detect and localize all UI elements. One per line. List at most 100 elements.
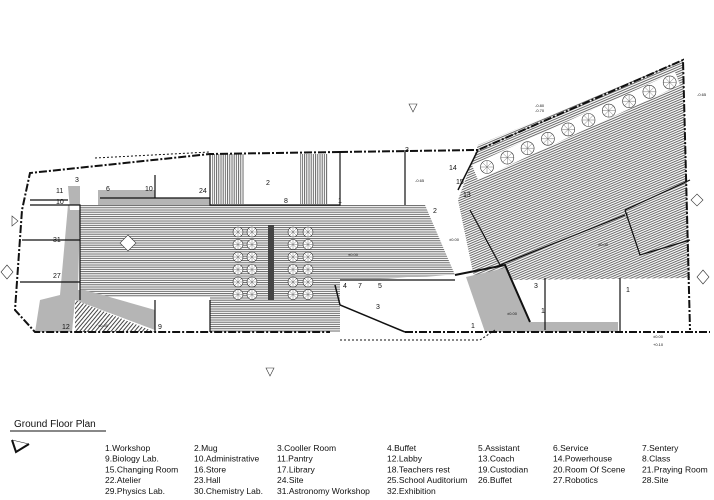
tree-icon bbox=[232, 289, 244, 300]
room-number-label: 24 bbox=[199, 188, 207, 195]
legend-item: 18.Teachers rest bbox=[387, 464, 450, 474]
tree-icon bbox=[581, 113, 596, 127]
room-number-label: 14 bbox=[449, 165, 457, 172]
tree-icon bbox=[232, 239, 244, 250]
room-number-label: 15 bbox=[456, 179, 464, 186]
building-walls bbox=[13, 58, 710, 341]
legend-item: 10.Administrative bbox=[194, 454, 259, 464]
tree-icon bbox=[520, 141, 535, 155]
tree-icon bbox=[246, 251, 258, 263]
tree-icon bbox=[302, 239, 314, 250]
section-marker-icon bbox=[0, 264, 14, 280]
elevation-label: ±0.00 bbox=[507, 311, 518, 316]
legend-item: 15.Changing Room bbox=[105, 464, 178, 474]
room-number-label: 10 bbox=[145, 186, 153, 193]
legend-item: 12.Labby bbox=[387, 454, 423, 464]
room-number-label: 27 bbox=[53, 273, 61, 280]
tree-icon bbox=[246, 226, 258, 238]
legend-item: 20.Room Of Scene bbox=[553, 464, 626, 474]
tree-icon bbox=[232, 226, 244, 238]
room-number-label: 12 bbox=[62, 324, 70, 331]
room-number-label: 2 bbox=[433, 208, 437, 215]
room-number-label: 3 bbox=[534, 283, 538, 290]
tree-icon bbox=[480, 160, 494, 174]
tree-icon bbox=[642, 85, 657, 99]
room-number-label: 5 bbox=[378, 283, 382, 290]
legend-item: 21.Praying Room bbox=[642, 464, 708, 474]
room-number-label: 3 bbox=[405, 147, 409, 154]
stair-floor bbox=[75, 300, 155, 332]
legend-item: 2.Mug bbox=[194, 443, 218, 453]
hatched-floor-areas bbox=[75, 60, 690, 332]
elevation-label: ±0.00 bbox=[449, 237, 460, 242]
legend-item: 5.Assistant bbox=[478, 443, 520, 453]
tree-icon bbox=[561, 122, 576, 137]
legend-item: 13.Coach bbox=[478, 454, 515, 464]
room-number-label: 3 bbox=[376, 304, 380, 311]
tree-icon bbox=[232, 276, 244, 288]
room-number-label: 11 bbox=[56, 188, 63, 195]
tree-icon bbox=[246, 239, 258, 250]
tree-icon bbox=[287, 239, 299, 250]
legend-item: 7.Sentery bbox=[642, 443, 679, 453]
legend-item: 8.Class bbox=[642, 454, 670, 464]
hall-diamond-marker bbox=[119, 234, 137, 252]
tree-icon bbox=[287, 264, 299, 275]
north-arrow-icon bbox=[11, 439, 30, 454]
room-number-label: 1 bbox=[338, 198, 342, 205]
tree-icon bbox=[232, 251, 244, 263]
corridor-lobby bbox=[466, 268, 618, 332]
elevation-label: ±0.00 bbox=[598, 242, 609, 247]
legend-item: 32.Exhibition bbox=[387, 486, 436, 496]
room-number-label: 3 bbox=[75, 177, 79, 184]
tree-icon bbox=[287, 251, 299, 263]
section-marker-icon bbox=[11, 215, 19, 227]
plaza-bench bbox=[268, 225, 274, 300]
legend-item: 28.Site bbox=[642, 475, 669, 485]
tree-icon bbox=[500, 150, 515, 165]
room-number-label: 8 bbox=[284, 198, 288, 205]
tree-icon bbox=[302, 264, 314, 275]
plaza-floor bbox=[210, 205, 340, 332]
elevation-label: ±0.00 bbox=[348, 252, 359, 257]
tree-icon bbox=[601, 103, 616, 118]
section-marker-icon bbox=[696, 269, 710, 285]
tree-icon bbox=[246, 276, 258, 288]
elevation-label: -0.80 bbox=[535, 103, 545, 108]
tree-icon bbox=[622, 94, 636, 108]
room-number-label: 13 bbox=[463, 192, 471, 199]
room-number-label: 1 bbox=[625, 213, 629, 220]
plan-title: Ground Floor Plan bbox=[14, 419, 96, 430]
tree-icon bbox=[541, 132, 555, 146]
elevation-labels: -0.65 -0.80-0.70 -0.65 ±0.00 ±0.00 ±0.00 ±0.00… bbox=[98, 92, 707, 347]
tree-icon bbox=[302, 251, 314, 263]
elevation-label: -0.65 bbox=[415, 178, 425, 183]
section-markers bbox=[0, 103, 710, 377]
corridor-left bbox=[35, 186, 210, 332]
legend-item: 25.School Auditorium bbox=[387, 475, 467, 485]
tree-icon bbox=[246, 264, 258, 275]
legend-item: 30.Chemistry Lab. bbox=[194, 486, 263, 496]
legend-item: 11.Pantry bbox=[277, 454, 314, 464]
room-number-label: 1 bbox=[471, 323, 475, 330]
legend-item: 29.Physics Lab. bbox=[105, 486, 165, 496]
room-number-label: 31 bbox=[53, 237, 61, 244]
legend-item: 27.Robotics bbox=[553, 475, 598, 485]
room-number-label: 1 bbox=[541, 308, 545, 315]
room-number-label: 6 bbox=[106, 186, 110, 193]
tree-icon bbox=[246, 289, 258, 300]
elevation-label: -0.70 bbox=[535, 108, 545, 113]
legend-item: 31.Astronomy Workshop bbox=[277, 486, 370, 496]
section-marker-icon bbox=[690, 193, 704, 207]
site-24-floor bbox=[212, 154, 244, 204]
elevation-label: -0.65 bbox=[697, 92, 707, 97]
corridors bbox=[35, 186, 618, 332]
room-number-label: 9 bbox=[158, 324, 162, 331]
room-number-label: 1 bbox=[626, 287, 630, 294]
room-number-label: 10 bbox=[56, 199, 64, 206]
legend-item: 26.Buffet bbox=[478, 475, 513, 485]
legend-item: 17.Library bbox=[277, 464, 316, 474]
